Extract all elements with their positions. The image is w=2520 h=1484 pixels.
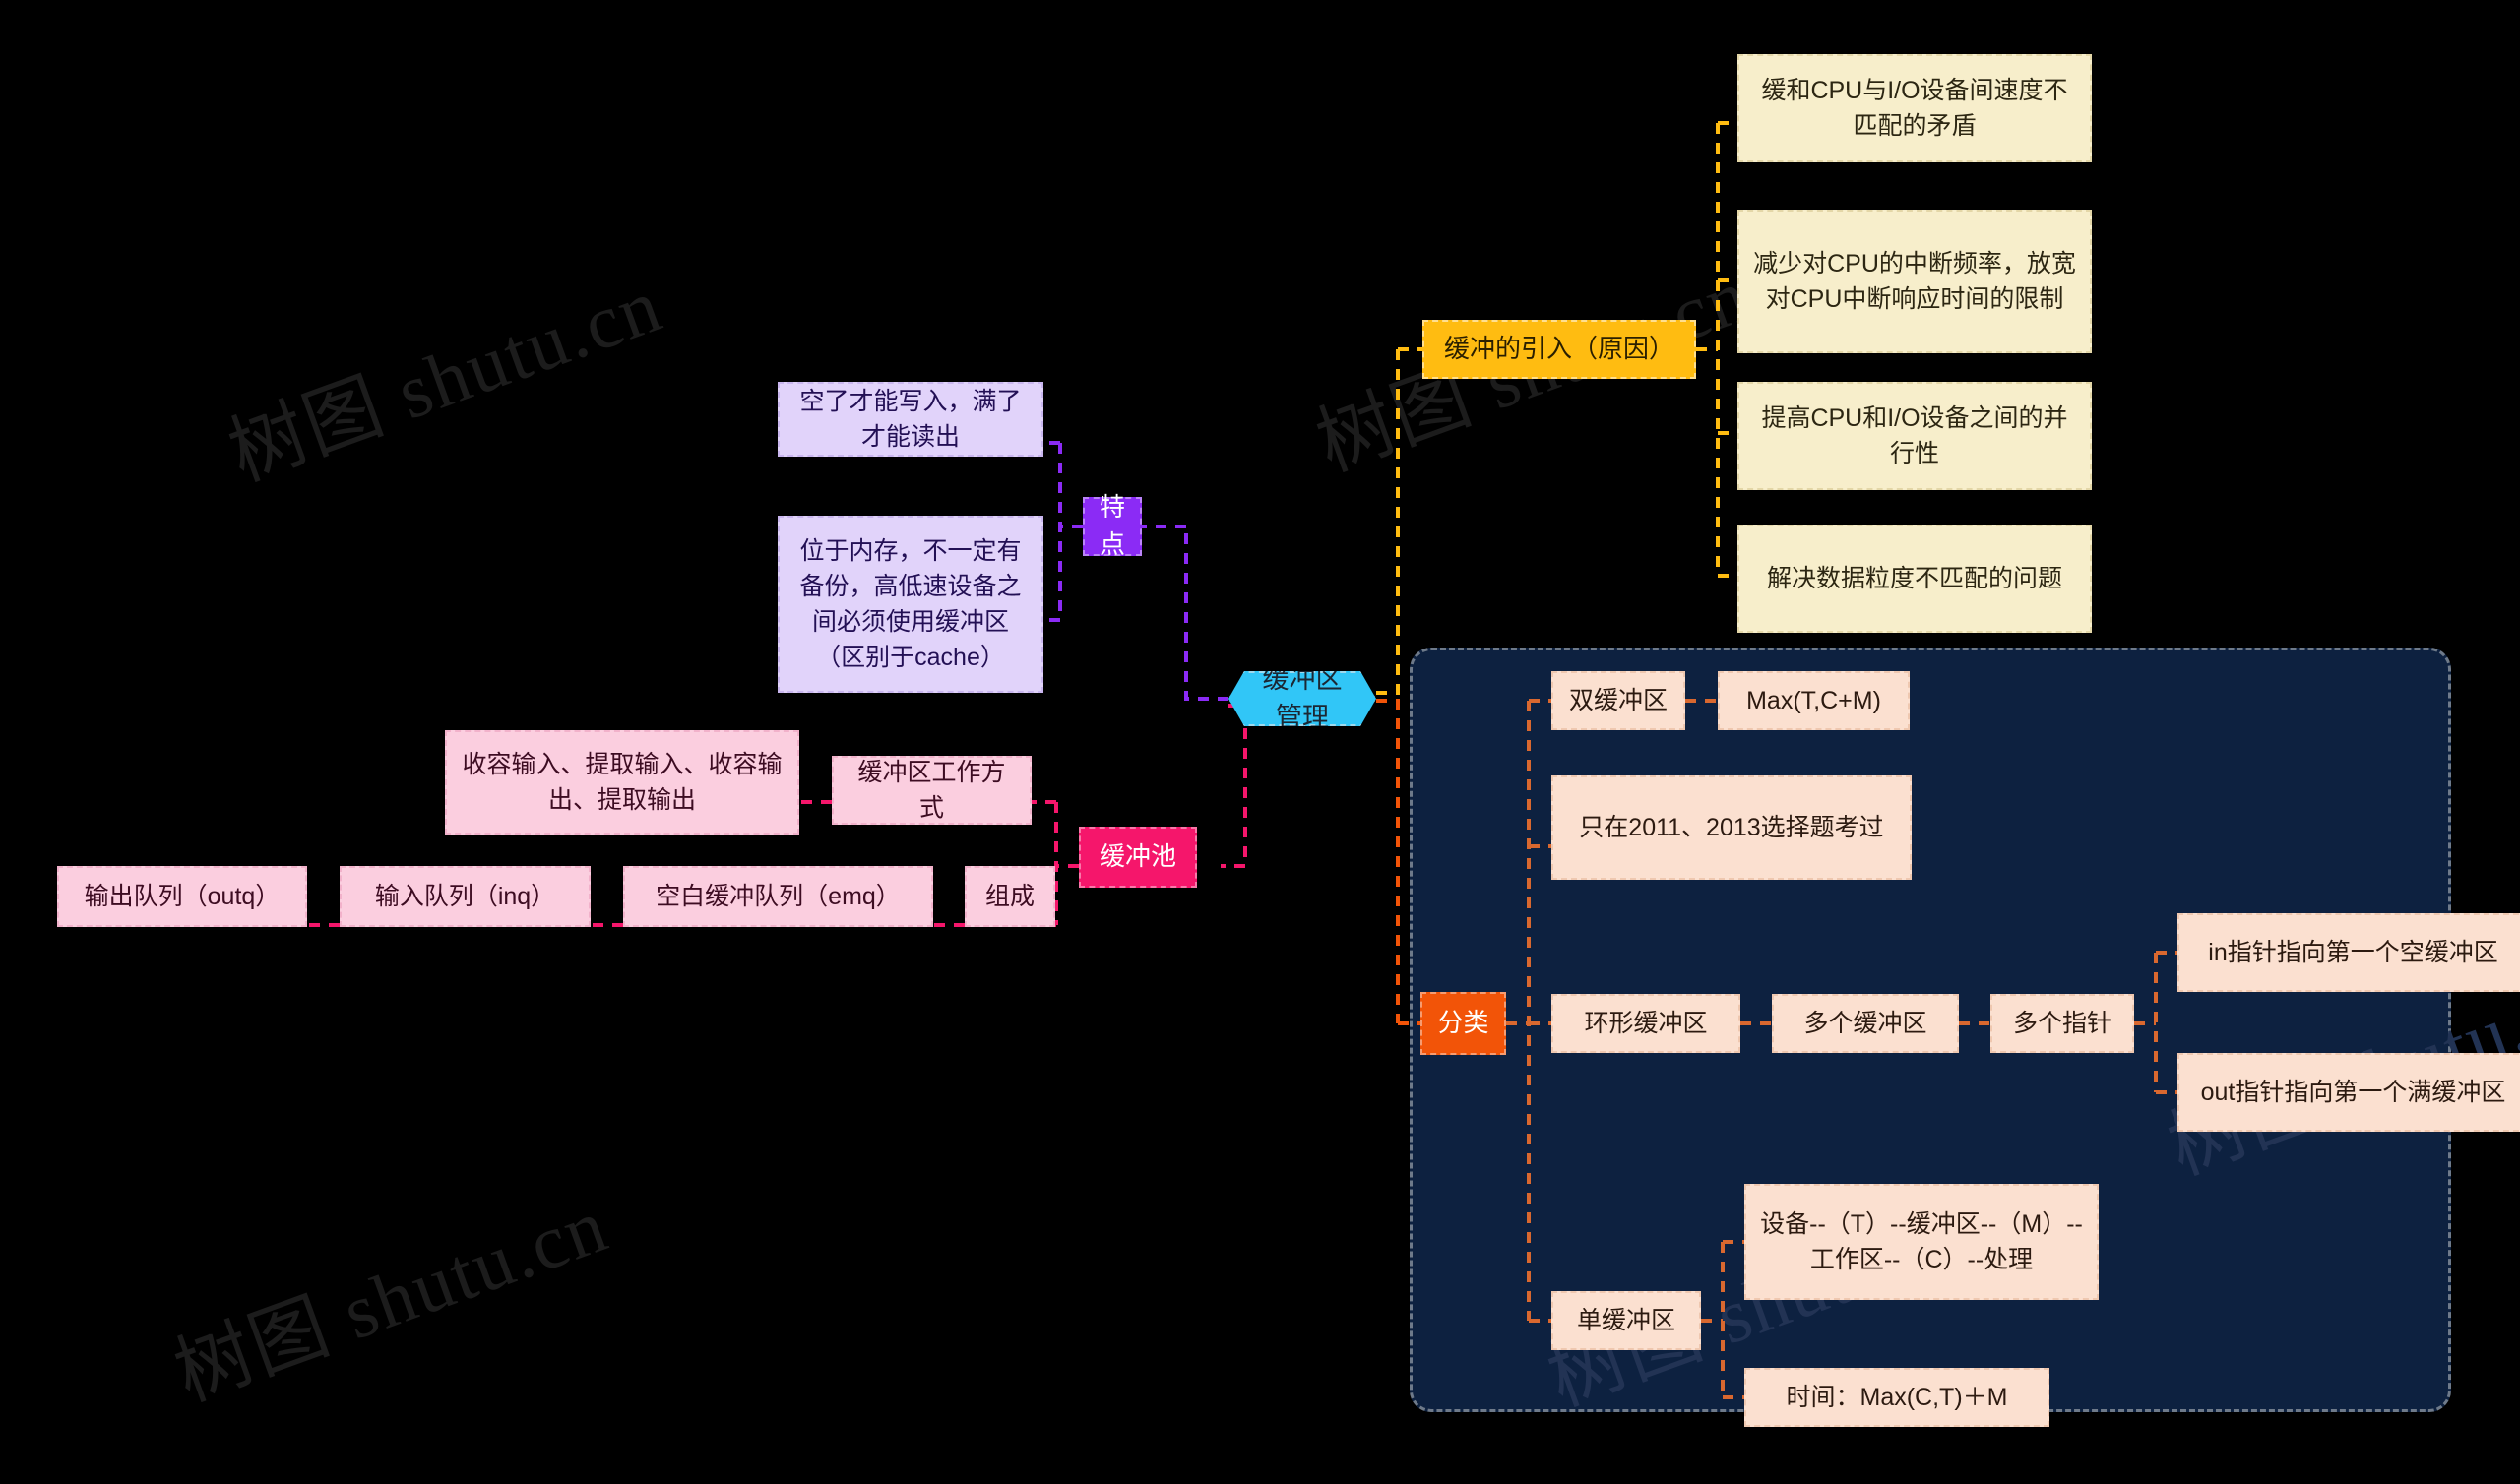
leaf-reason-reduce-interrupts[interactable]: 减少对CPU的中断频率，放宽对CPU中断响应时间的限制 [1737, 210, 2092, 353]
leaf-ring-buffer[interactable]: 环形缓冲区 [1551, 994, 1740, 1053]
root-node-buffer-management[interactable]: 缓冲区管理 [1228, 671, 1376, 726]
branch-node-classification[interactable]: 分类 [1420, 992, 1506, 1055]
leaf-double-buffer[interactable]: 双缓冲区 [1551, 671, 1685, 730]
leaf-feature-in-memory[interactable]: 位于内存，不一定有备份，高低速设备之间必须使用缓冲区（区别于cache） [778, 516, 1043, 693]
leaf-empty-buffer-queue[interactable]: 空白缓冲队列（emq） [623, 866, 933, 927]
leaf-reason-parallelism[interactable]: 提高CPU和I/O设备之间的并行性 [1737, 382, 2092, 490]
leaf-feature-write-when-empty[interactable]: 空了才能写入，满了才能读出 [778, 382, 1043, 457]
leaf-double-buffer-formula[interactable]: Max(T,C+M) [1718, 671, 1910, 730]
leaf-single-buffer-time[interactable]: 时间：Max(C,T)＋M [1744, 1368, 2049, 1427]
leaf-input-queue[interactable]: 输入队列（inq） [340, 866, 591, 927]
leaf-multiple-pointers[interactable]: 多个指针 [1990, 994, 2134, 1053]
leaf-single-buffer[interactable]: 单缓冲区 [1551, 1291, 1701, 1350]
leaf-buffer-working-mode[interactable]: 缓冲区工作方式 [832, 756, 1032, 825]
watermark: 树图 shutu.cn [218, 261, 673, 497]
leaf-single-buffer-flow[interactable]: 设备--（T）--缓冲区--（M）--工作区--（C）--处理 [1744, 1184, 2099, 1300]
branch-node-buffer-introduction[interactable]: 缓冲的引入（原因） [1422, 320, 1696, 379]
watermark: 树图 shutu.cn [163, 1181, 619, 1417]
branch-node-buffer-pool[interactable]: 缓冲池 [1079, 827, 1197, 888]
leaf-multiple-buffers[interactable]: 多个缓冲区 [1772, 994, 1959, 1053]
leaf-out-pointer[interactable]: out指针指向第一个满缓冲区 [2177, 1053, 2520, 1132]
leaf-exam-history[interactable]: 只在2011、2013选择题考过 [1551, 775, 1912, 880]
leaf-in-pointer[interactable]: in指针指向第一个空缓冲区 [2177, 913, 2520, 992]
leaf-reason-granularity[interactable]: 解决数据粒度不匹配的问题 [1737, 525, 2092, 633]
leaf-pool-composition[interactable]: 组成 [965, 866, 1055, 927]
branch-node-features[interactable]: 特点 [1083, 492, 1142, 559]
leaf-output-queue[interactable]: 输出队列（outq） [57, 866, 307, 927]
leaf-reason-speed-mismatch[interactable]: 缓和CPU与I/O设备间速度不匹配的矛盾 [1737, 54, 2092, 162]
leaf-buffer-working-mode-detail[interactable]: 收容输入、提取输入、收容输出、提取输出 [445, 730, 799, 835]
